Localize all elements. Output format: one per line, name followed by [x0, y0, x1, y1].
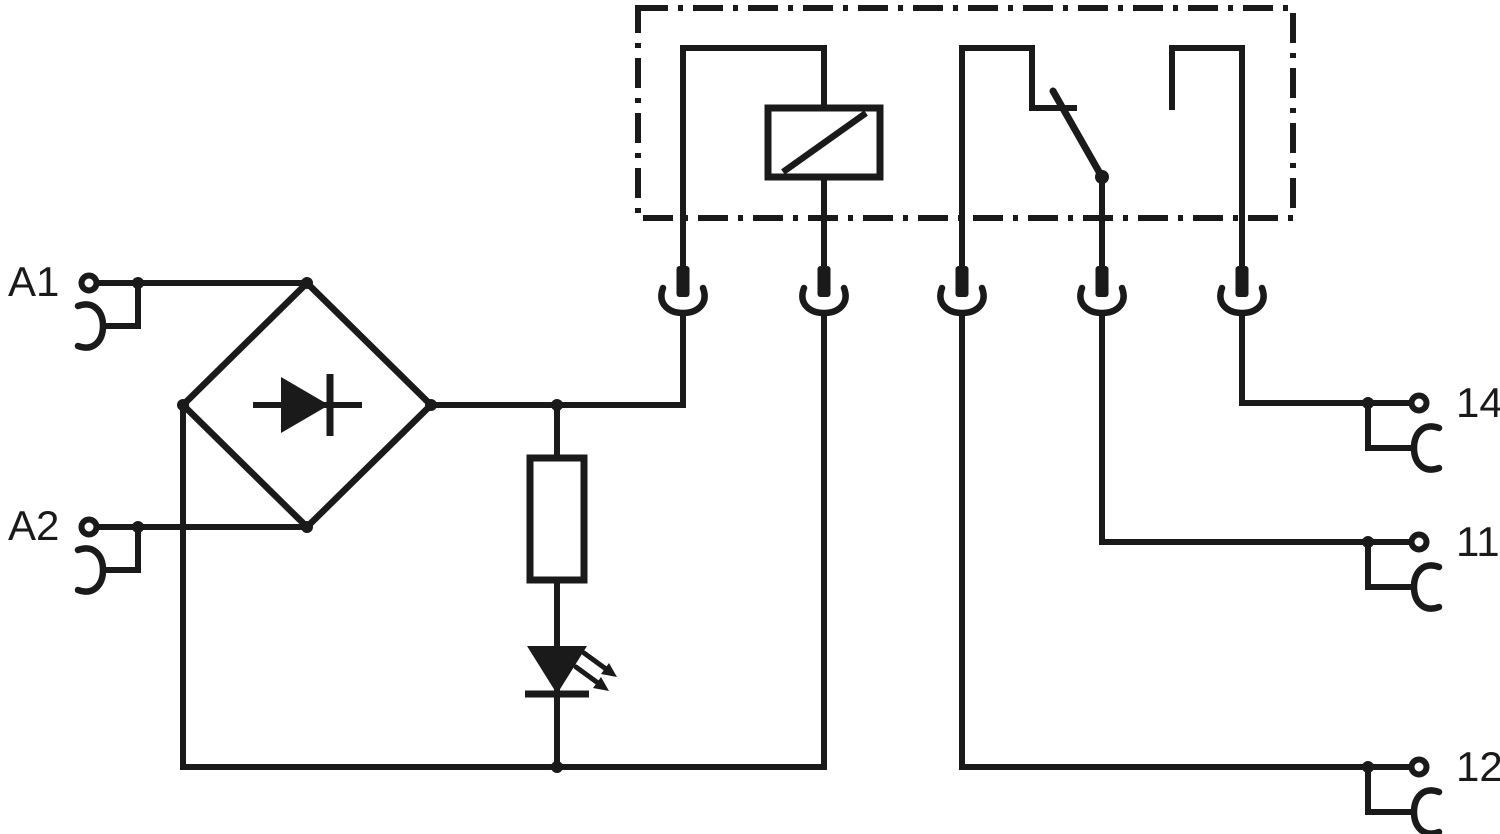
junction-resistor-branch	[551, 399, 563, 411]
socket-nc	[937, 284, 987, 317]
plug-pin-coil-b	[817, 266, 831, 297]
terminal-circles	[78, 272, 1430, 778]
label-terminal-12: 12	[1456, 743, 1500, 790]
junction-bridge-right	[425, 399, 437, 411]
terminal-circle-a2	[78, 516, 100, 538]
plug-pin-coil-a	[676, 266, 690, 297]
junction-led-rail	[551, 761, 563, 773]
junction-contact-pivot	[1095, 170, 1109, 184]
wire-a2-socket-branch	[105, 527, 141, 573]
plug-pin-pole	[1095, 266, 1109, 297]
label-terminal-14: 14	[1456, 379, 1500, 426]
wire-nc-contact-loop	[959, 45, 1077, 266]
socket-terminal-12	[1410, 787, 1443, 834]
status-led	[525, 646, 617, 698]
wire-terminal-12-socket-branch	[1365, 767, 1412, 815]
label-terminal-11: 11	[1456, 518, 1500, 565]
wires	[99, 45, 1412, 815]
relay-coil	[764, 104, 884, 181]
led-triangle	[527, 646, 587, 694]
socket-no	[1217, 284, 1267, 317]
junction-terminal-12	[1362, 761, 1374, 773]
label-terminal-a2: A2	[8, 502, 59, 549]
socket-coil-a	[658, 284, 708, 317]
terminal-circle-a1	[78, 272, 100, 294]
socket-terminal-a1	[74, 301, 107, 351]
junction-bridge-top	[301, 277, 313, 289]
led-emission-arrow-shaft-2	[573, 664, 601, 686]
bridge-rectifier	[178, 278, 436, 532]
socket-pole	[1077, 284, 1127, 317]
junction-bridge-left	[177, 399, 189, 411]
terminal-labels: A1 A2 14 11 12	[8, 258, 1500, 790]
diode-triangle	[281, 377, 329, 433]
wire-terminal-11-socket-branch	[1365, 542, 1412, 590]
wire-a1-socket-branch	[105, 283, 141, 329]
wire-no-to-terminal-14	[1239, 313, 1409, 406]
wire-terminal-14-socket-branch	[1365, 403, 1412, 451]
relay-coil-diagonal	[781, 110, 868, 175]
wire-no-contact-loop	[1169, 45, 1245, 266]
junction-bridge-bottom	[301, 521, 313, 533]
wire-dc-plus	[431, 313, 686, 408]
socket-terminal-14	[1410, 423, 1443, 473]
label-terminal-a1: A1	[8, 258, 59, 305]
terminal-circle-11	[1408, 531, 1430, 553]
junction-a2	[132, 521, 144, 533]
wire-pole-to-terminal-11	[1099, 313, 1409, 545]
series-resistor	[526, 454, 588, 584]
plug-pin-nc	[955, 266, 969, 297]
led-emission-arrowhead-1	[601, 663, 617, 677]
socket-coil-b	[799, 284, 849, 317]
plug-pins	[676, 266, 1249, 297]
plug-pin-no	[1235, 266, 1249, 297]
socket-contacts	[74, 284, 1443, 834]
socket-terminal-11	[1410, 562, 1443, 612]
junction-a1	[132, 277, 144, 289]
relay-enclosure-boundary	[635, 5, 1296, 221]
junction-terminal-14	[1362, 397, 1374, 409]
terminal-circle-14	[1408, 392, 1430, 414]
terminal-circle-12	[1408, 756, 1430, 778]
junction-terminal-11	[1362, 536, 1374, 548]
wire-dc-minus-rail	[180, 313, 827, 770]
junction-dots	[132, 170, 1374, 773]
wire-nc-to-terminal-12	[959, 313, 1409, 770]
wire-coil-top-loop	[680, 45, 827, 266]
led-emission-arrow-shaft-1	[581, 650, 609, 672]
led-emission-arrowhead-2	[593, 677, 609, 691]
socket-terminal-a2	[74, 545, 107, 595]
changeover-contact-blade	[1049, 87, 1106, 181]
